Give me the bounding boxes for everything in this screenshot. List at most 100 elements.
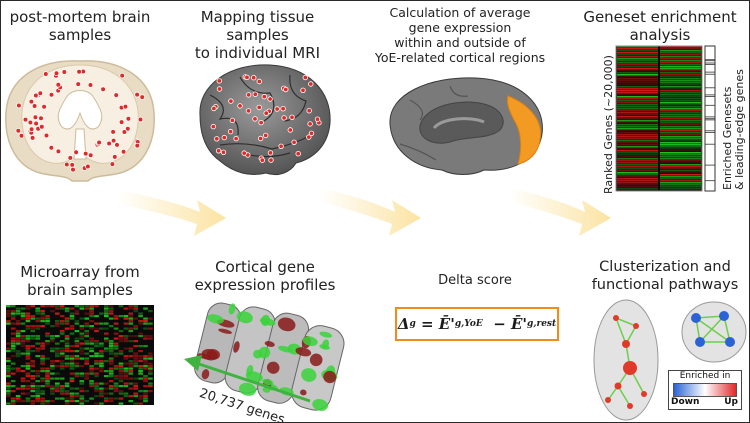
microarray-cell bbox=[108, 307, 114, 310]
microarray-cell bbox=[123, 315, 129, 318]
microarray-cell bbox=[94, 355, 99, 358]
sample-dot bbox=[100, 86, 106, 93]
microarray-cell bbox=[64, 320, 70, 323]
microarray-cell bbox=[89, 382, 94, 385]
microarray-cell bbox=[79, 387, 85, 390]
microarray-cell bbox=[40, 320, 45, 323]
microarray-cell bbox=[108, 375, 114, 378]
sample-dot bbox=[228, 98, 234, 104]
microarray-cell bbox=[148, 327, 153, 330]
microarray-cell bbox=[25, 352, 31, 355]
microarray-cell bbox=[59, 387, 65, 390]
microarray-cell bbox=[84, 340, 89, 343]
microarray-cell bbox=[69, 400, 75, 403]
microarray-cell bbox=[50, 392, 55, 395]
sample-dot bbox=[22, 116, 29, 123]
microarray-cell bbox=[50, 367, 55, 370]
microarray-cell bbox=[74, 395, 80, 398]
microarray-cell bbox=[6, 392, 11, 395]
expression-patch bbox=[258, 346, 271, 359]
heatmap-cell bbox=[617, 152, 658, 154]
microarray-cell bbox=[148, 357, 153, 360]
heatmap-cell bbox=[660, 148, 701, 150]
sample-dot bbox=[252, 91, 258, 97]
microarray-cell bbox=[104, 340, 109, 343]
sample-dot bbox=[82, 150, 89, 157]
microarray-cell bbox=[25, 340, 31, 343]
microarray-cell bbox=[10, 402, 16, 405]
microarray-cell bbox=[15, 387, 21, 390]
microarray-cell bbox=[148, 372, 153, 375]
microarray-cell bbox=[64, 365, 70, 368]
microarray-cell bbox=[79, 337, 85, 340]
microarray-cell bbox=[133, 385, 138, 388]
heatmap-cell bbox=[660, 152, 701, 154]
microarray-cell bbox=[143, 380, 148, 383]
microarray-cell bbox=[25, 315, 31, 318]
heatmap-cell bbox=[660, 86, 701, 88]
microarray-cell bbox=[89, 365, 94, 368]
microarray-cell bbox=[104, 337, 109, 340]
microarray-cell bbox=[69, 312, 75, 315]
heatmap-cell bbox=[617, 46, 658, 48]
sample-dot bbox=[70, 166, 76, 173]
heatmap-cell bbox=[660, 98, 701, 100]
microarray-cell bbox=[10, 355, 16, 358]
microarray-cell bbox=[25, 347, 31, 350]
microarray-cell bbox=[40, 317, 45, 320]
microarray-cell bbox=[74, 355, 80, 358]
heatmap-cell bbox=[660, 108, 701, 110]
sample-dot bbox=[125, 115, 132, 122]
microarray-cell bbox=[59, 340, 65, 343]
microarray-cell bbox=[133, 357, 138, 360]
microarray-cell bbox=[15, 322, 21, 325]
microarray-cell bbox=[128, 370, 134, 373]
heatmap-cell bbox=[617, 54, 658, 56]
sample-dot bbox=[300, 87, 306, 93]
microarray-cell bbox=[118, 330, 124, 333]
heatmap-cell bbox=[617, 102, 658, 104]
microarray-cell bbox=[35, 390, 40, 393]
heatmap-cell bbox=[617, 108, 658, 110]
microarray-cell bbox=[84, 400, 89, 403]
sample-dot bbox=[29, 135, 36, 141]
microarray-cell bbox=[15, 312, 21, 315]
microarray-cell bbox=[35, 375, 40, 378]
microarray-cell bbox=[143, 395, 148, 398]
sample-dot bbox=[31, 103, 38, 109]
microarray-cell bbox=[79, 402, 85, 405]
sample-dot bbox=[256, 78, 262, 85]
expression-patch bbox=[218, 328, 232, 334]
microarray-cell bbox=[143, 327, 148, 330]
microarray-cell bbox=[118, 375, 124, 378]
microarray-cell bbox=[45, 400, 50, 403]
microarray-cell bbox=[40, 390, 45, 393]
microarray-cell bbox=[59, 360, 65, 363]
microarray-cell bbox=[128, 365, 134, 368]
microarray-cell bbox=[138, 372, 143, 375]
sample-dot bbox=[281, 115, 287, 121]
microarray-cell bbox=[64, 310, 70, 313]
heatmap-cell bbox=[617, 58, 658, 60]
heatmap-cell bbox=[617, 154, 658, 156]
expression-patch bbox=[319, 344, 331, 350]
microarray-cell bbox=[59, 315, 65, 318]
calculation-title-line2: gene expression bbox=[408, 20, 512, 35]
microarray-cell bbox=[108, 397, 114, 400]
microarray-cell bbox=[84, 322, 89, 325]
microarray-cell bbox=[143, 307, 148, 310]
microarray-cell bbox=[20, 315, 26, 318]
microarray-cell bbox=[50, 385, 55, 388]
microarray-cell bbox=[143, 365, 148, 368]
microarray-cell bbox=[138, 397, 143, 400]
microarray-cell bbox=[40, 392, 45, 395]
microarray-cell bbox=[10, 380, 16, 383]
microarray-cell bbox=[79, 325, 85, 328]
microarray-cell bbox=[89, 340, 94, 343]
delta-title: Delta score bbox=[438, 273, 512, 288]
microarray-cell bbox=[69, 317, 75, 320]
microarray-cell bbox=[25, 380, 31, 383]
heatmap-cell bbox=[617, 62, 658, 64]
microarray-cell bbox=[45, 317, 50, 320]
microarray-cell bbox=[143, 355, 148, 358]
